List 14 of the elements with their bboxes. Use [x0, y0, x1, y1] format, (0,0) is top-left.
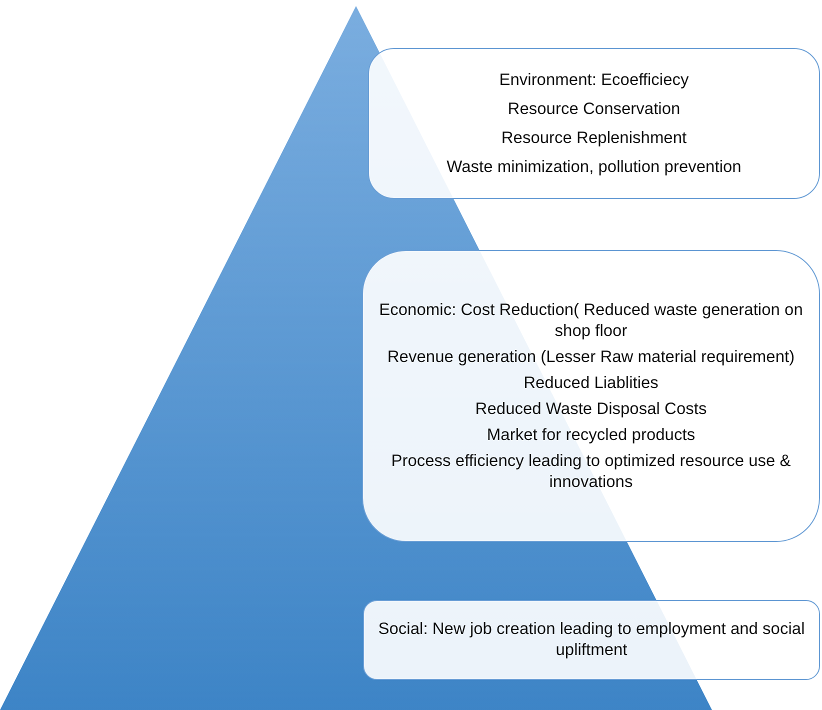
box-text: Waste minimization, pollution prevention	[446, 156, 742, 178]
box-text: Reduced Waste Disposal Costs	[475, 398, 707, 420]
rounded-text-box	[362, 250, 820, 542]
box-text: Social: New job creation leading to employment and social upliftment	[378, 619, 805, 661]
rounded-text-box	[363, 600, 820, 680]
box-text: Environment: Ecoefficiecy	[499, 70, 689, 90]
box-text: Resource Conservation	[508, 98, 680, 120]
box-text: Market for recycled products	[486, 424, 696, 446]
rounded-text-box	[368, 48, 820, 199]
box-text: Economic: Cost Reduction( Reduced waste generation on shop floor	[378, 300, 804, 342]
box-text: Resource Replenishment	[501, 128, 687, 148]
box-text: Process efficiency leading to optimized resource use & innovations	[390, 450, 792, 492]
box-text: Revenue generation (Lesser Raw material requirement)	[387, 346, 795, 368]
box-text: Reduced Liablities	[524, 372, 658, 394]
